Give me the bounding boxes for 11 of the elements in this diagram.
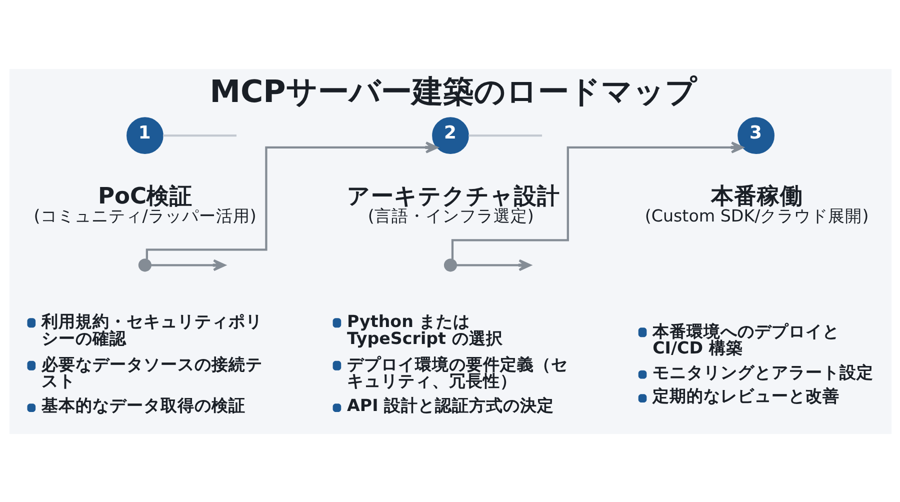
- label: 基本的なデータ取得の検証: [41, 396, 246, 415]
- label: Python または TypeScript の選択: [346, 312, 502, 348]
- label: 必要なデータソースの接続テスト: [41, 354, 262, 390]
- label: 利用規約・セキュリティポリシーの確認: [41, 312, 262, 348]
- label: モニタリングとアラート設定: [652, 362, 874, 382]
- label: 本番環境へのデプロイと CI/CD 構築: [652, 321, 840, 357]
- label: API 設計と認証方式の決定: [346, 396, 554, 415]
- label: デプロイ環境の要件定義（セキュリティ、冗長性）: [346, 354, 568, 390]
- label: 定期的なレビューと改善: [652, 386, 840, 406]
- diagram-title: MCPサーバー建築のロードマップ: [209, 74, 696, 110]
- node-label: (言語・インフラ選定): [367, 206, 534, 225]
